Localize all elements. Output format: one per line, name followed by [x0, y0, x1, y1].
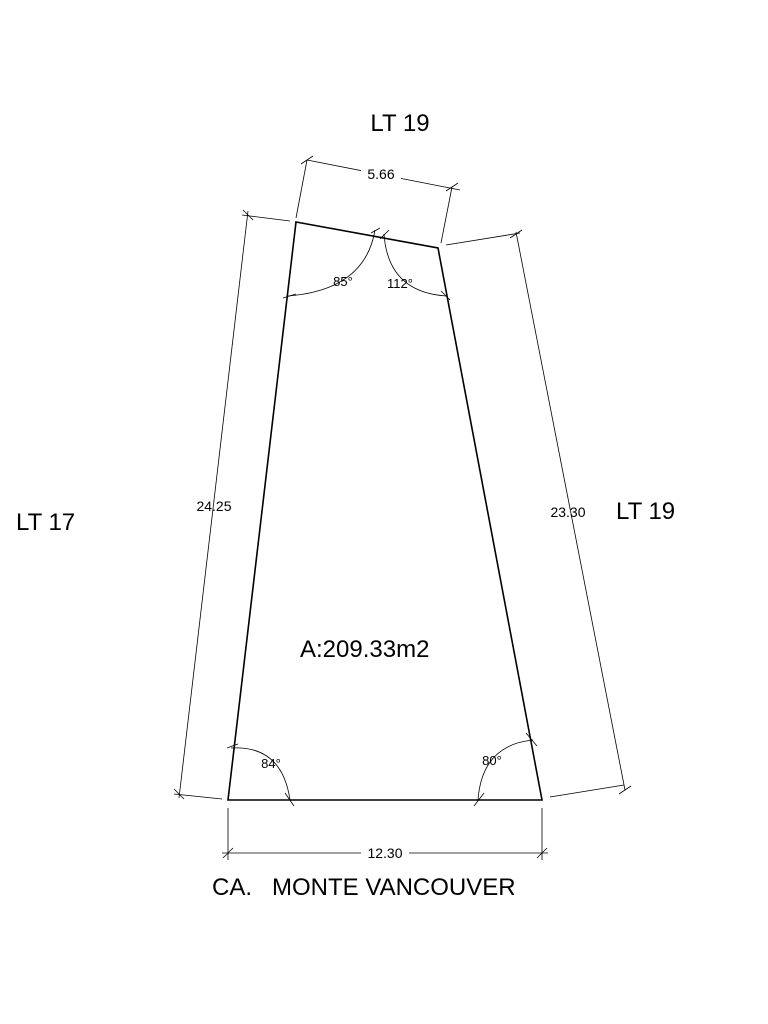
angle-arc-top-right — [379, 229, 451, 301]
top-dimension-value: 5.66 — [367, 166, 394, 182]
angle-bottom-right-value: 80° — [482, 753, 502, 768]
angle-arc-top-left — [282, 227, 381, 299]
angle-top-right-value: 112° — [387, 276, 413, 291]
right-dimension-value: 23.30 — [550, 504, 585, 520]
left-dimension-value: 24.25 — [196, 498, 231, 514]
left-neighbor-label: LT 17 — [16, 509, 75, 536]
top-neighbor-label: LT 19 — [370, 110, 429, 137]
right-dimension — [445, 229, 632, 798]
area-label: A:209.33m2 — [300, 636, 429, 663]
angle-top-left-value: 85° — [333, 274, 353, 289]
left-dimension — [173, 209, 291, 800]
street-label: CA. MONTE VANCOUVER — [212, 874, 516, 901]
lot-boundary — [227, 221, 543, 801]
right-neighbor-label: LT 19 — [616, 498, 675, 525]
angle-arc-bottom-left — [226, 743, 295, 807]
angle-bottom-left-value: 84° — [261, 756, 281, 771]
bottom-dimension-value: 12.30 — [367, 845, 402, 861]
angle-arc-bottom-right — [473, 732, 538, 807]
